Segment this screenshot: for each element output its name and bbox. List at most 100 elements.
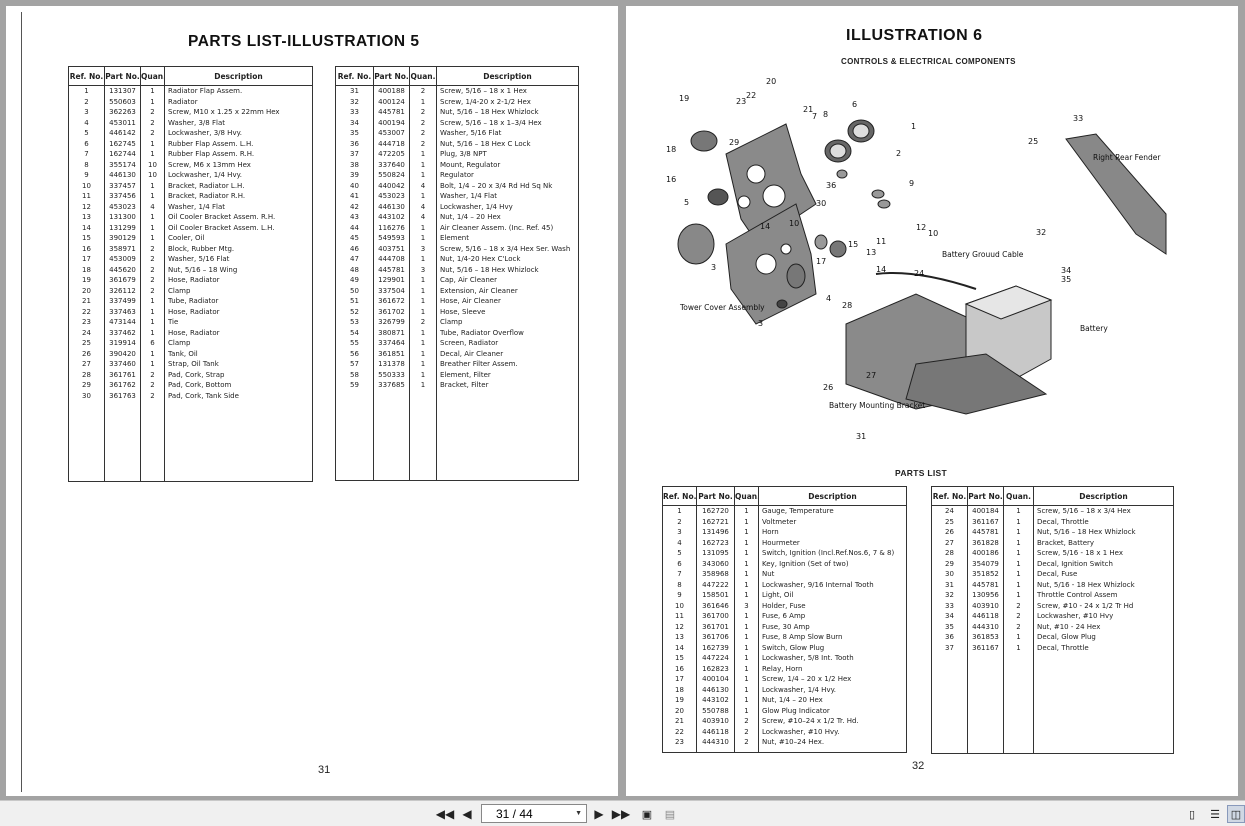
page-31: PARTS LIST-ILLUSTRATION 5 Ref. No. Part … (6, 6, 618, 796)
svg-text:6: 6 (852, 100, 857, 109)
chevron-down-icon[interactable]: ▼ (575, 810, 582, 817)
page-32: ILLUSTRATION 6 CONTROLS & ELECTRICAL COM… (626, 6, 1238, 796)
quantity-cell: 2 (409, 107, 437, 118)
continuous-view-icon[interactable]: ☰ (1210, 808, 1220, 821)
part-no-cell: 361167 (967, 516, 1004, 527)
description-cell: Nut (758, 569, 907, 580)
part-no-cell: 444310 (967, 621, 1004, 632)
description-cell: Nut, 5/16 – 18 Hex Whizlock (436, 264, 579, 275)
description-cell: Nut, 5/16 – 18 Hex Whizlock (436, 107, 579, 118)
quantity-cell: 1 (734, 505, 759, 517)
part-no-cell: 361700 (696, 611, 735, 622)
fit-width-icon[interactable]: ▤ (664, 808, 676, 821)
svg-text:32: 32 (1036, 228, 1046, 237)
quantity-cell: 1 (140, 212, 165, 223)
svg-text:5: 5 (684, 198, 689, 207)
col-quantity: Quan. (409, 66, 437, 86)
ref-no-cell: 18 (662, 684, 697, 695)
description-cell: Washer, 3/8 Flat (164, 117, 313, 128)
part-no-cell: 337462 (104, 327, 141, 338)
quantity-cell: 2 (140, 128, 165, 139)
part-no-cell: 361167 (967, 642, 1004, 653)
description-cell: Screw, 1/4 – 20 x 1/2 Hex (758, 674, 907, 685)
ref-no-cell: 32 (931, 590, 968, 601)
description-cell: Radiator Flap Assem. (164, 85, 313, 97)
prev-page-icon[interactable]: ◀ (462, 807, 472, 821)
ref-no-cell: 57 (335, 359, 374, 370)
facing-view-icon[interactable]: ◫ (1227, 805, 1245, 823)
svg-text:29: 29 (729, 138, 739, 147)
quantity-cell: 1 (140, 180, 165, 191)
part-no-cell: 550824 (373, 170, 410, 181)
first-page-icon[interactable]: ◀◀ (435, 807, 455, 821)
part-no-cell: 453023 (104, 201, 141, 212)
next-page-icon[interactable]: ▶ (594, 807, 604, 821)
quantity-cell: 1 (409, 359, 437, 370)
description-cell: Lockwasher, #10 Hvy (1033, 611, 1174, 622)
part-no-cell: 130956 (967, 590, 1004, 601)
description-cell: Lockwasher, 1/4 Hvy. (164, 170, 313, 181)
quantity-cell: 1 (1003, 527, 1034, 538)
svg-text:26: 26 (823, 383, 833, 392)
single-page-view-icon[interactable]: ▯ (1188, 808, 1196, 821)
ref-no-cell: 44 (335, 222, 374, 233)
fit-page-icon[interactable]: ▣ (641, 808, 653, 821)
description-cell: Screw, 1/4-20 x 2-1/2 Hex (436, 96, 579, 107)
part-no-cell: 131496 (696, 527, 735, 538)
part-no-cell: 361851 (373, 348, 410, 359)
ref-no-cell: 9 (662, 590, 697, 601)
part-no-cell: 162720 (696, 505, 735, 517)
part-no-cell: 472205 (373, 149, 410, 160)
page-number-input[interactable]: 31 / 44 ▼ (481, 804, 587, 823)
part-no-cell: 131095 (696, 548, 735, 559)
battery-label: Battery (1080, 324, 1108, 333)
ref-no-cell: 1 (662, 505, 697, 517)
col-ref-no: Ref. No. (662, 486, 697, 506)
page-indicator: 31 / 44 (496, 806, 533, 821)
description-cell: Decal, Ignition Switch (1033, 558, 1174, 569)
svg-text:35: 35 (1061, 275, 1071, 284)
description-cell: Pad, Cork, Bottom (164, 380, 313, 391)
quantity-cell: 1 (1003, 537, 1034, 548)
quantity-cell: 1 (409, 96, 437, 107)
quantity-cell: 1 (409, 338, 437, 349)
description-cell: Clamp (164, 285, 313, 296)
quantity-cell: 1 (409, 327, 437, 338)
filler-cell (1003, 653, 1034, 754)
part-no-cell: 337457 (104, 180, 141, 191)
ref-no-cell: 21 (68, 296, 105, 307)
ref-no-cell: 30 (931, 569, 968, 580)
ref-no-cell: 10 (68, 180, 105, 191)
description-cell: Hose, Radiator (164, 306, 313, 317)
part-no-cell: 116276 (373, 222, 410, 233)
description-cell: Nut, 1/4 – 20 Hex (436, 212, 579, 223)
description-cell: Key, Ignition (Set of two) (758, 558, 907, 569)
quantity-cell: 2 (140, 264, 165, 275)
part-no-cell: 400188 (373, 85, 410, 97)
last-page-icon[interactable]: ▶▶ (611, 807, 631, 821)
quantity-cell: 1 (140, 296, 165, 307)
quantity-cell: 2 (140, 243, 165, 254)
part-no-cell: 361761 (104, 369, 141, 380)
ref-no-cell: 16 (68, 243, 105, 254)
part-no-cell: 550788 (696, 705, 735, 716)
ref-no-cell: 28 (931, 548, 968, 559)
part-no-cell: 444708 (373, 254, 410, 265)
svg-text:30: 30 (816, 199, 826, 208)
description-cell: Screen, Radiator (436, 338, 579, 349)
